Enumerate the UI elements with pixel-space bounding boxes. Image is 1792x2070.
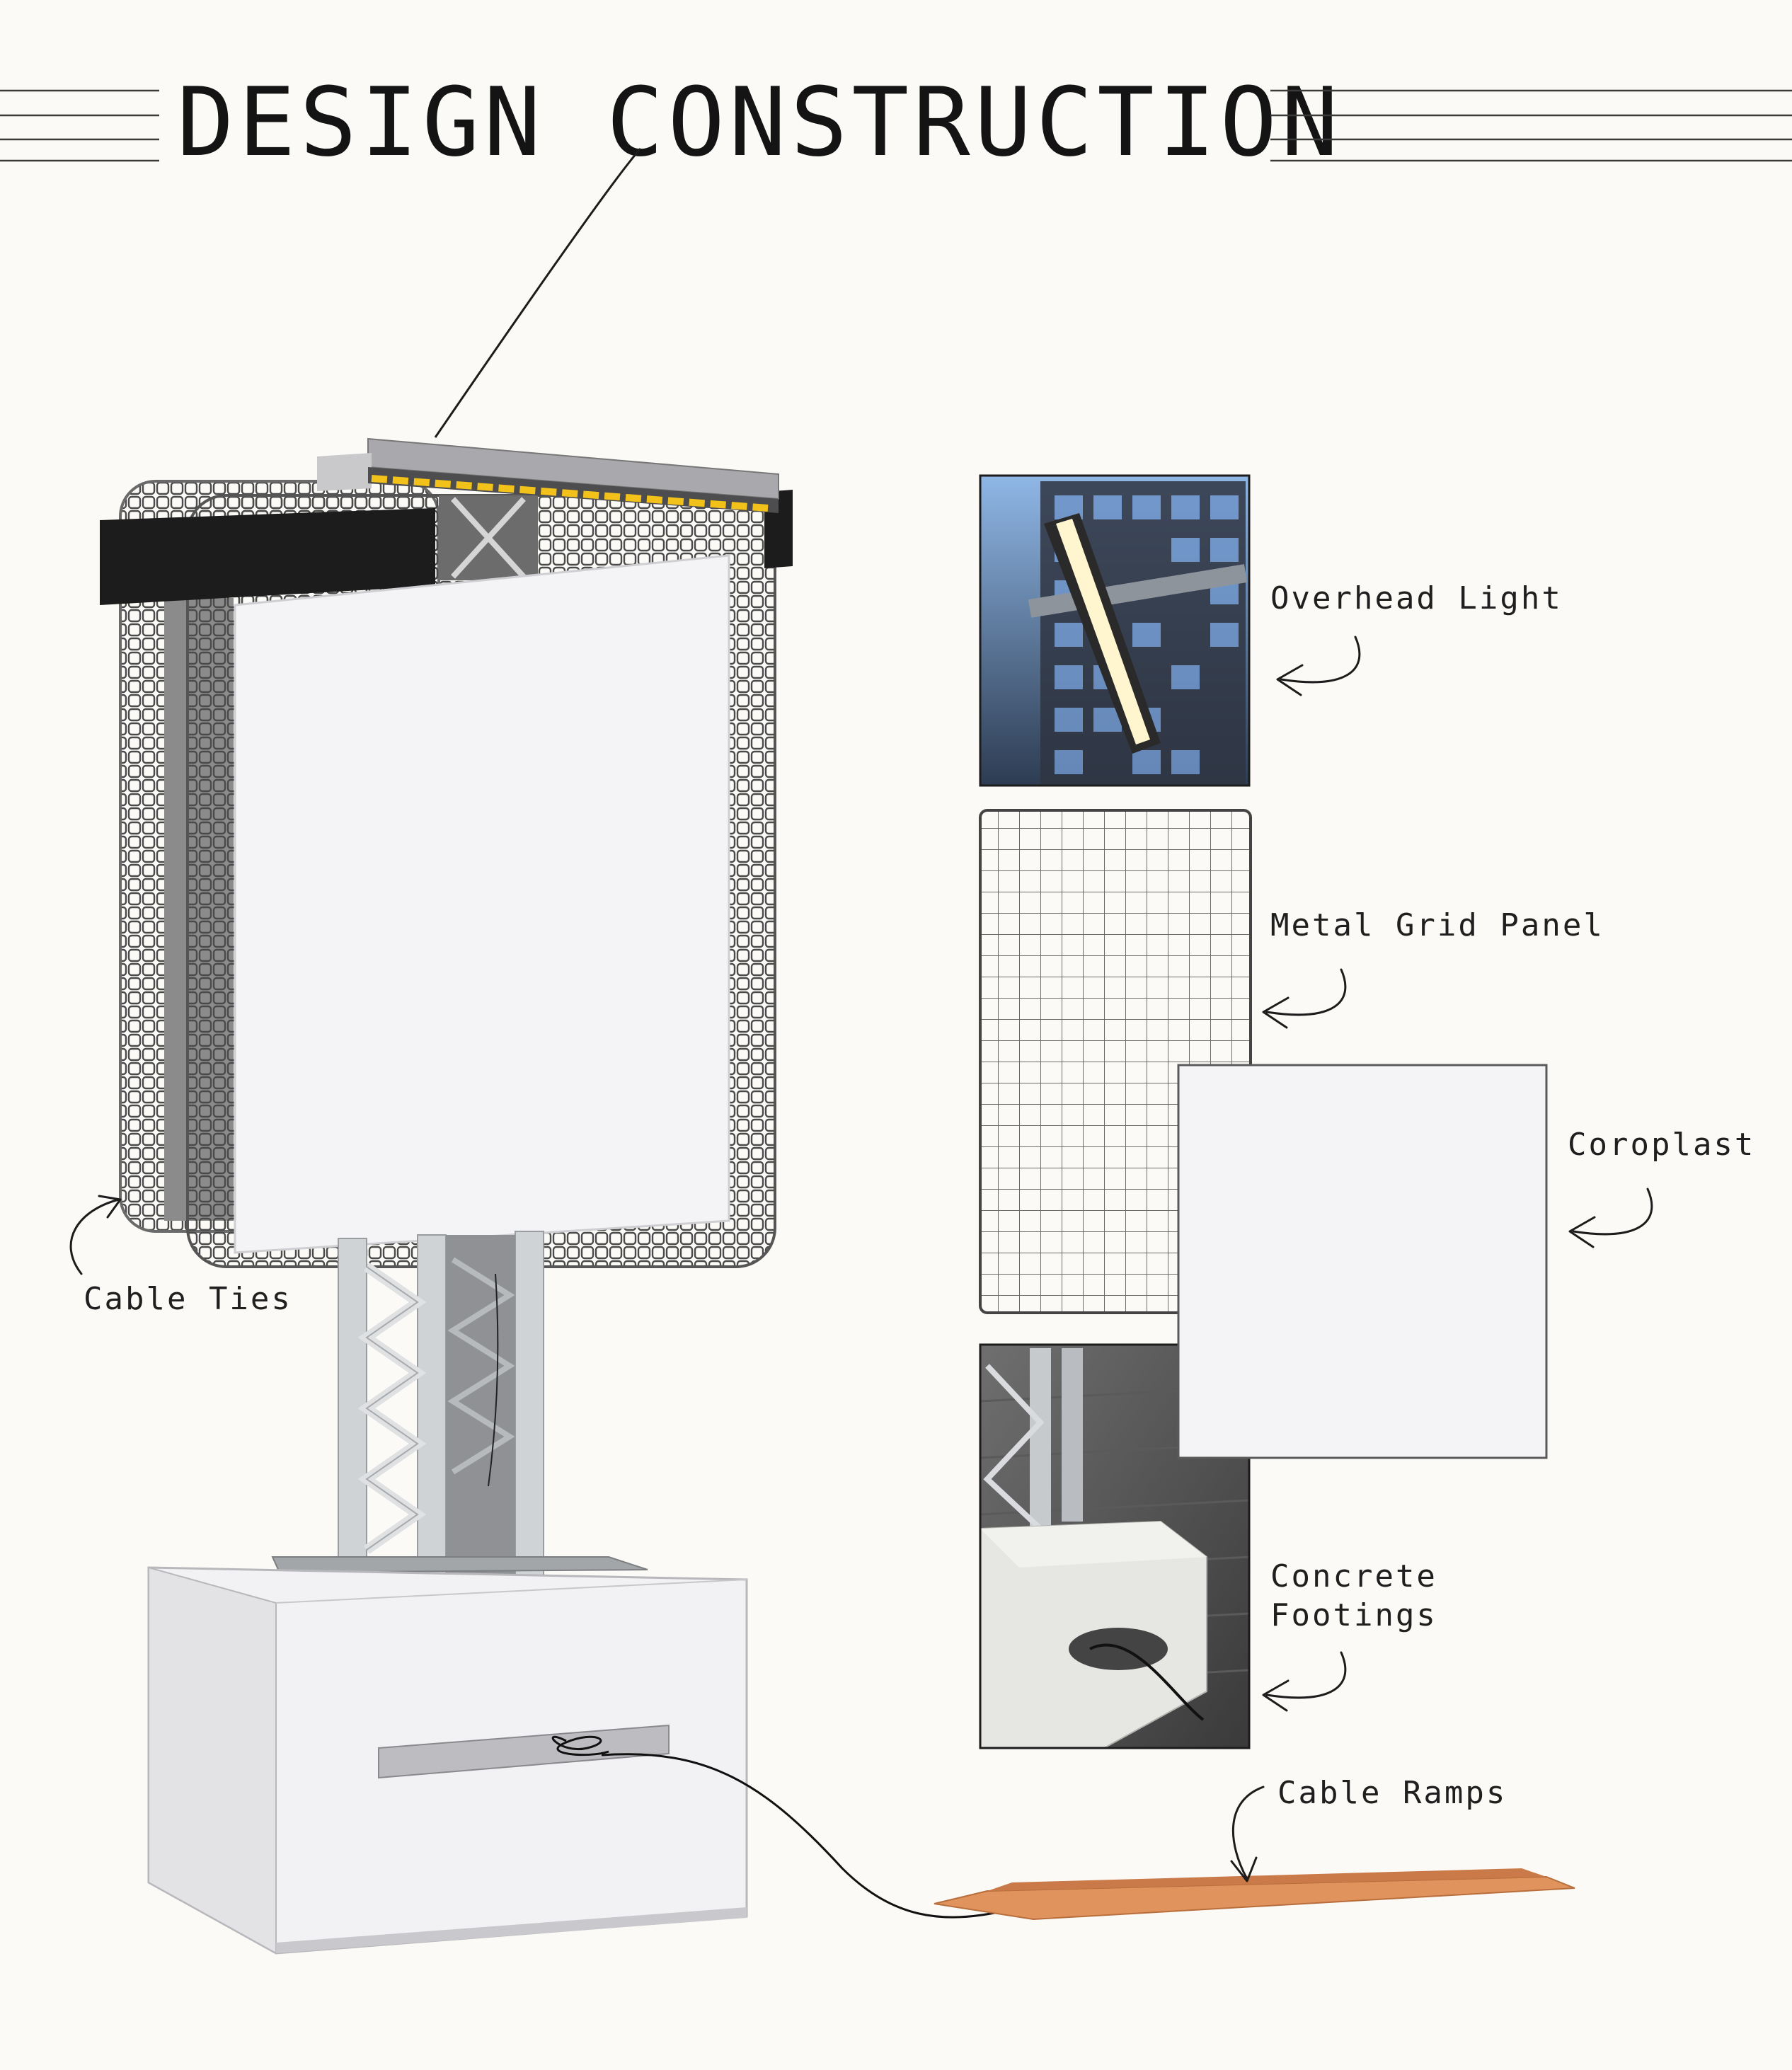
- swatch-coroplast: [1177, 1064, 1548, 1459]
- black-header-band: [100, 508, 435, 605]
- concrete-footing-block: [147, 1566, 748, 1955]
- arrow-cable-ramps: [1230, 1786, 1265, 1882]
- label-metal-grid-panel: Metal Grid Panel: [1270, 907, 1604, 943]
- swatch-overhead-light: [979, 474, 1251, 787]
- page-title: DESIGN CONSTRUCTION: [177, 67, 1343, 178]
- title-rules-left: [0, 89, 159, 162]
- base-plate: [271, 1556, 648, 1574]
- arrow-metal-grid-panel: [1262, 968, 1347, 1029]
- label-concrete-footings: Concrete Footings: [1270, 1558, 1437, 1633]
- title-leader-line: [434, 147, 642, 438]
- title-rules-right: [1270, 89, 1792, 162]
- arrow-overhead-light: [1276, 636, 1361, 696]
- arrow-coroplast: [1568, 1188, 1653, 1248]
- label-cable-ramps: Cable Ramps: [1277, 1775, 1507, 1811]
- coroplast-sheet: [234, 554, 730, 1254]
- led-strip: [371, 475, 769, 512]
- cable-line: [601, 1753, 1006, 1919]
- arrow-cable-ties: [69, 1195, 122, 1275]
- label-cable-ties: Cable Ties: [84, 1281, 292, 1317]
- label-overhead-light: Overhead Light: [1270, 580, 1563, 616]
- label-coroplast: Coroplast: [1568, 1127, 1756, 1163]
- truss-column: [338, 1231, 544, 1582]
- sign-structure: [100, 437, 1575, 1955]
- arrow-concrete-footings: [1262, 1651, 1347, 1712]
- cable-ramp: [934, 1875, 1575, 1921]
